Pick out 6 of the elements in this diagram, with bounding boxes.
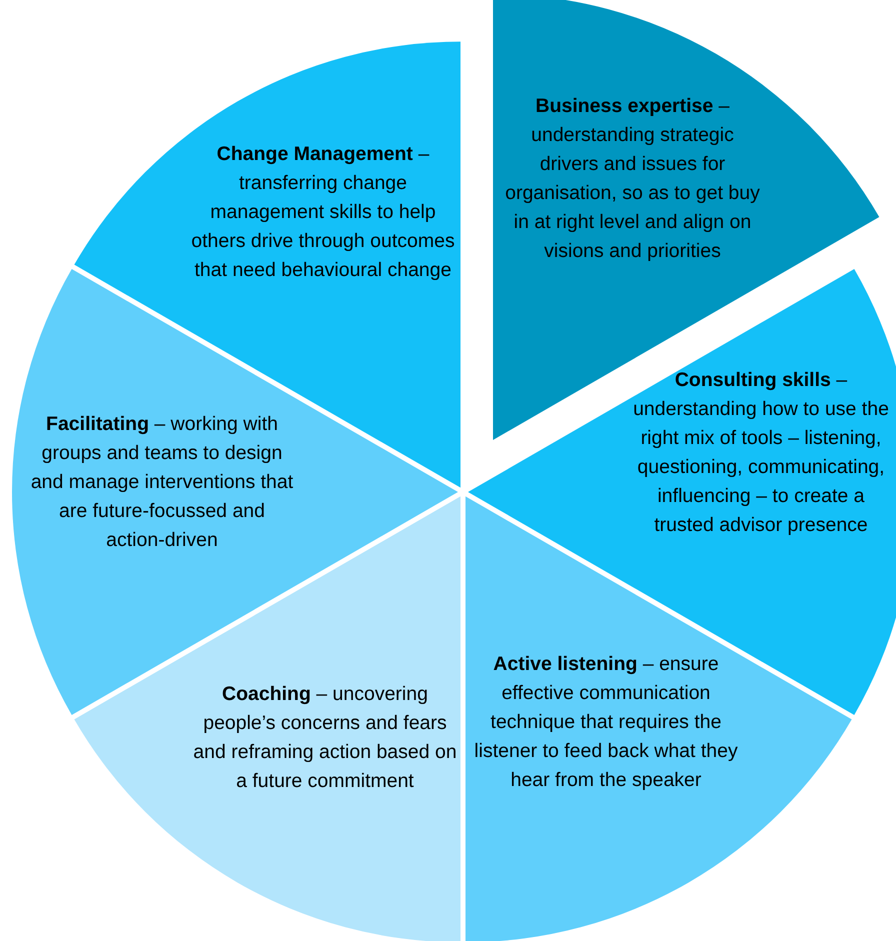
segment-text: Active listening – ensure effective communication technique that requires the listener to feed back what they hear from the speaker — [473, 652, 739, 793]
segment-text: Facilitating – working with groups and teams to design and manage interventions that are future-focussed and action-driven — [30, 412, 294, 553]
segment-text: Consulting skills – understanding how to use the right mix of tools – listening, questioning, communicating, influencing – to create a trusted advisor presence — [632, 368, 890, 538]
segment-text: Business expertise – understanding strategic drivers and issues for organisation, so as to get buy in at right level and align on visions and priorities — [504, 94, 761, 264]
segment-text: Coaching – uncovering people’s concerns and fears and reframing action based on a future commitment — [192, 682, 458, 794]
segment-text: Change Management – transferring change management skills to help others drive through outcomes that need behavioural change — [190, 142, 456, 283]
